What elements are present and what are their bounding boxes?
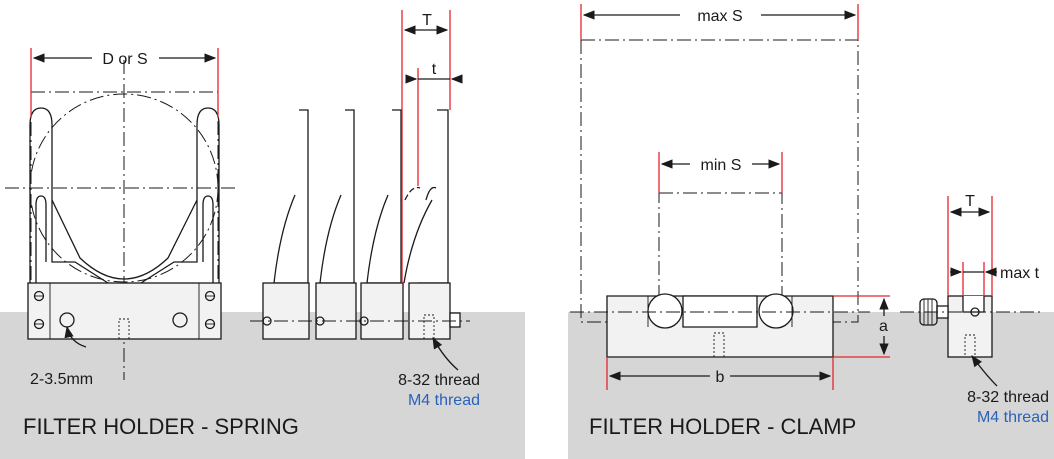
clamp-front-view xyxy=(570,293,870,358)
dimension-a: a xyxy=(879,318,888,335)
mount-hole-right xyxy=(172,312,188,328)
dimension-max-S: max S xyxy=(697,8,742,25)
clamp-title: FILTER HOLDER - CLAMP xyxy=(589,414,856,439)
thread-imperial-clamp: 8-32 thread xyxy=(967,389,1049,406)
dimension-b: b xyxy=(716,369,725,386)
dimension-d-or-s: D or S xyxy=(102,51,147,68)
clamp-panel: max S min S a b xyxy=(568,4,1054,459)
thread-metric-spring: M4 thread xyxy=(408,392,480,409)
clamp-side-view: T max t 8-32 thread M4 thread xyxy=(900,193,1049,426)
dimension-max-t: max t xyxy=(1000,265,1040,282)
spring-title: FILTER HOLDER - SPRING xyxy=(23,414,299,439)
thread-imperial-spring: 8-32 thread xyxy=(398,372,480,389)
dimension-T: T xyxy=(422,12,432,29)
spring-front-view: D or S 2-3.5mm xyxy=(5,48,238,388)
thread-metric-clamp: M4 thread xyxy=(977,409,1049,426)
spring-panel: D or S 2-3.5mm xyxy=(0,10,525,459)
dimension-min-S: min S xyxy=(701,157,742,174)
hole-size-note: 2-3.5mm xyxy=(30,371,93,388)
spring-side-views: T t 8-32 thread M4 thread xyxy=(250,10,480,409)
dimension-T-clamp: T xyxy=(965,193,975,210)
dimension-t: t xyxy=(432,61,437,78)
